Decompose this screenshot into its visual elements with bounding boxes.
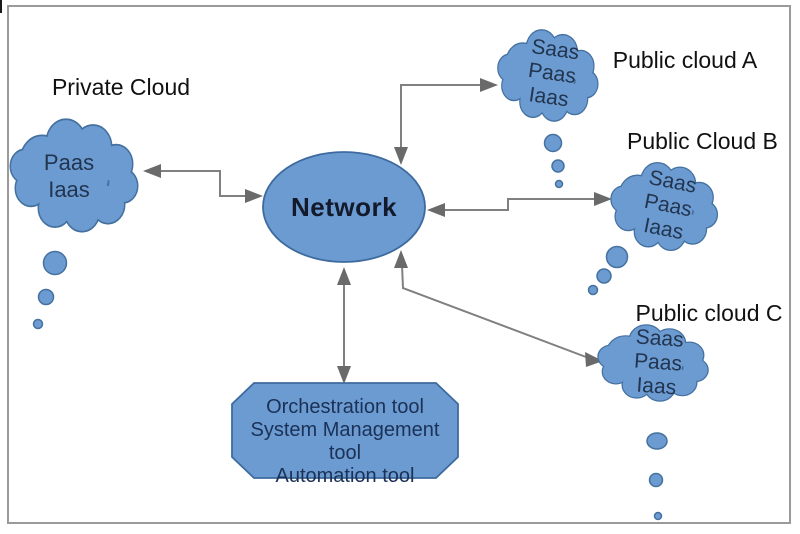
network-ellipse — [262, 151, 426, 263]
arrow-private-cloud-network — [143, 164, 263, 203]
public-cloud-a-bubbles — [543, 133, 565, 189]
public-cloud-b-bubbles — [587, 245, 629, 296]
public-cloud-c-services: Saas Paas Iaas — [606, 324, 711, 403]
screen-edge-artifact — [0, 0, 2, 13]
public-cloud-b-label: Public Cloud B — [627, 128, 778, 154]
management-tools-text: Orchestration tool System Management too… — [233, 396, 457, 488]
service-line: Paas — [43, 150, 95, 175]
arrow-network-public-cloud-c — [394, 250, 603, 367]
tool-line: Automation tool — [275, 465, 415, 487]
diagram-frame-border — [7, 5, 791, 524]
private-cloud-services: Paas Iaas — [19, 149, 119, 203]
public-cloud-a-label: Public cloud A — [612, 47, 758, 73]
service-line: Iaas — [48, 177, 90, 202]
management-tools-octagon — [231, 382, 459, 479]
public-cloud-a-services: Saas Paas Iaas — [497, 31, 606, 116]
network-label: Network — [290, 192, 398, 222]
public-cloud-c-label: Public cloud C — [635, 300, 783, 326]
arrow-network-public-cloud-a — [394, 78, 498, 165]
tool-line: System Management tool — [250, 419, 440, 464]
tool-line: Orchestration tool — [266, 396, 424, 418]
private-cloud-bubbles — [32, 250, 68, 330]
arrow-network-management-tools — [337, 267, 351, 384]
arrow-network-public-cloud-b — [427, 192, 612, 217]
private-cloud-label: Private Cloud — [51, 74, 191, 100]
public-cloud-c-bubbles — [646, 432, 668, 521]
